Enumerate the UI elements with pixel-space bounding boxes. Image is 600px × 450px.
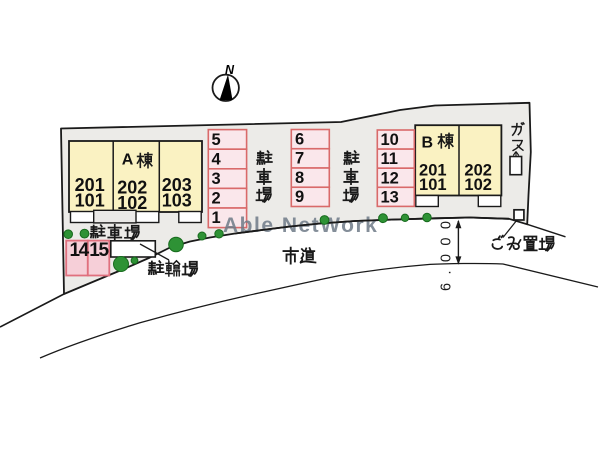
svg-text:102: 102 <box>117 193 147 213</box>
svg-text:203: 203 <box>162 175 192 195</box>
svg-text:5: 5 <box>212 131 221 149</box>
svg-text:N: N <box>225 63 235 77</box>
svg-text:10: 10 <box>381 131 399 149</box>
svg-text:102: 102 <box>464 176 492 194</box>
svg-text:201: 201 <box>75 175 105 195</box>
svg-text:11: 11 <box>381 150 398 168</box>
svg-text:103: 103 <box>162 191 192 211</box>
svg-text:15: 15 <box>89 240 109 261</box>
svg-text:202: 202 <box>117 178 147 198</box>
svg-text:14: 14 <box>70 240 90 261</box>
svg-text:7: 7 <box>295 150 304 168</box>
svg-text:8: 8 <box>295 169 304 187</box>
svg-text:9: 9 <box>295 188 304 206</box>
svg-text:3: 3 <box>212 170 221 188</box>
svg-text:6: 6 <box>295 130 304 148</box>
svg-text:4: 4 <box>212 150 222 168</box>
svg-text:12: 12 <box>381 169 399 187</box>
svg-text:101: 101 <box>75 191 105 211</box>
svg-text:B: B <box>422 135 434 152</box>
svg-text:1: 1 <box>212 209 221 227</box>
svg-text:13: 13 <box>381 188 399 206</box>
svg-text:202: 202 <box>464 162 492 180</box>
svg-text:101: 101 <box>419 176 447 194</box>
svg-text:6.000: 6.000 <box>438 213 454 291</box>
svg-text:A: A <box>122 151 134 168</box>
svg-text:2: 2 <box>212 190 221 208</box>
svg-text:201: 201 <box>419 162 447 180</box>
